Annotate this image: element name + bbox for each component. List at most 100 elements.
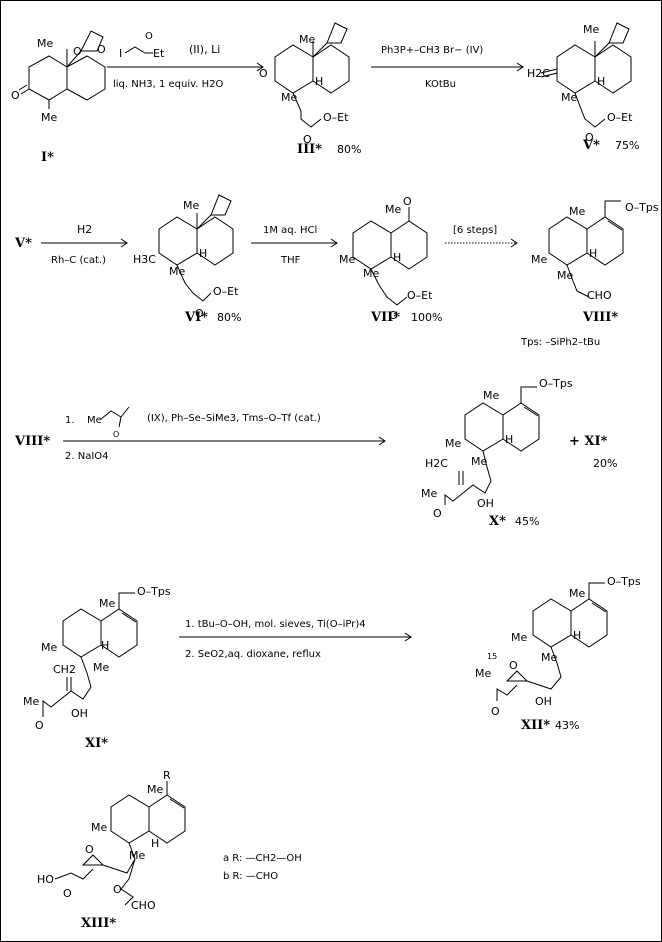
scheme-text: Me — [93, 661, 109, 674]
scheme-text: O — [433, 507, 442, 520]
r-note-a: a R: —CH2—OH — [223, 853, 302, 864]
arrow-step6: 1. Me O (IX), Ph–Se–SiMe3, Tms–O–Tf (cat… — [63, 406, 386, 462]
scheme-text: O–Et — [213, 285, 239, 298]
scheme-text: O — [509, 659, 518, 672]
compound-III: O Me Me H O O–Et III* 80% — [259, 22, 361, 157]
scheme-text: Me — [471, 455, 487, 468]
tps-note: Tps: –SiPh2–tBu — [520, 337, 600, 348]
scheme-text: Me — [339, 253, 355, 266]
compound-XII: O–Tps Me Me Me H 15 Me O O OH XII* 43% — [475, 575, 641, 733]
scheme-text: Me — [281, 91, 297, 104]
scheme-text: I — [119, 47, 122, 60]
compound-XIII: R Me Me Me H O HO O O CHO XIII* a R: —CH… — [37, 769, 302, 931]
scheme-text: OH — [477, 497, 494, 510]
scheme-text: O — [195, 307, 204, 320]
scheme-text: Me — [129, 849, 145, 862]
scheme-text: 1. tBu–O–OH, mol. sieves, Ti(O–iPr)4 — [185, 619, 366, 630]
scheme-text: Me — [561, 91, 577, 104]
scheme-text: Me — [531, 253, 547, 266]
scheme-text: X* — [489, 514, 506, 529]
scheme-text: Me — [483, 389, 499, 402]
scheme-text: O — [85, 843, 94, 856]
scheme-text: H2C — [527, 67, 550, 80]
scheme-text: H — [199, 247, 207, 260]
scheme-text: H2 — [77, 223, 92, 236]
scheme-text: 100% — [411, 311, 442, 324]
scheme-text: O–Et — [607, 111, 633, 124]
scheme-text: O — [35, 719, 44, 732]
arrow-step5: [6 steps] — [445, 225, 518, 248]
scheme-text: V* — [582, 138, 600, 153]
scheme-text: Me — [183, 199, 199, 212]
scheme-text: Me — [541, 651, 557, 664]
label-VIII-start: VIII* — [14, 434, 50, 449]
scheme-text: O — [97, 43, 106, 56]
scheme-text: O — [11, 89, 20, 102]
scheme-text: 2. NaIO4 — [65, 451, 109, 462]
scheme-text: VIII* — [582, 310, 618, 325]
scheme-text: HO — [37, 873, 54, 886]
scheme-text: Ph3P+–CH3 Br− (IV) — [381, 45, 483, 56]
compound-VIII: O–Tps Me Me Me H CHO VIII* Tps: –SiPh2–t… — [520, 200, 659, 348]
scheme-text: 80% — [337, 143, 361, 156]
scheme-text: H — [393, 251, 401, 264]
scheme-text: O–Et — [323, 111, 349, 124]
scheme-text: Me — [569, 587, 585, 600]
scheme-text: O — [389, 309, 398, 322]
scheme-text: Me — [385, 203, 401, 216]
scheme-text: O — [73, 45, 82, 58]
scheme-text: O — [491, 705, 500, 718]
scheme-text: Me — [37, 37, 53, 50]
scheme-text: 2. SeO2,aq. dioxane, reflux — [185, 649, 321, 660]
scheme-text: O–Tps — [625, 201, 659, 214]
scheme-text: Me — [169, 265, 185, 278]
scheme-text: H — [151, 837, 159, 850]
scheme-text: O–Tps — [539, 377, 573, 390]
scheme-text: R — [163, 769, 171, 782]
scheme-text: Me — [569, 205, 585, 218]
scheme-text: H — [573, 629, 581, 642]
scheme-text: Me — [41, 111, 57, 124]
scheme-text: XIII* — [81, 916, 116, 931]
scheme-text: THF — [280, 255, 301, 266]
scheme-text: CHO — [131, 899, 156, 912]
label-I: I* — [41, 150, 54, 165]
scheme-text: O — [585, 131, 594, 144]
scheme-text: III* — [297, 142, 322, 157]
scheme-text: H — [101, 639, 109, 652]
scheme-text: 1M aq. HCl — [263, 225, 317, 236]
scheme-text: [6 steps] — [453, 225, 497, 236]
scheme-text: Me — [99, 597, 115, 610]
scheme-text: Me — [147, 783, 163, 796]
scheme-text: O — [303, 133, 312, 146]
scheme-text: 43% — [555, 719, 579, 732]
scheme-text: H — [589, 247, 597, 260]
scheme-text: OH — [71, 707, 88, 720]
scheme-text: Me — [511, 631, 527, 644]
compound-I: O Me Me O O I* — [11, 30, 106, 165]
arrow-step2: Ph3P+–CH3 Br− (IV) KOtBu — [371, 45, 524, 90]
scheme-text: 20% — [593, 457, 617, 470]
scheme-text: Me — [421, 487, 437, 500]
scheme-text: KOtBu — [425, 79, 456, 90]
scheme-text: Me — [41, 641, 57, 654]
scheme-text: 75% — [615, 139, 639, 152]
scheme-text: VII* — [370, 310, 400, 325]
scheme-text: Me — [445, 437, 461, 450]
scheme-text: O–Tps — [137, 585, 171, 598]
scheme-text: Me — [557, 269, 573, 282]
compound-V: H2C Me Me H O O–Et V* 75% — [527, 22, 639, 153]
compound-X: O–Tps Me Me Me H H2C Me O OH X* 45% — [421, 377, 573, 529]
scheme-text: O–Tps — [607, 575, 641, 588]
arrow-step4: 1M aq. HCl THF — [251, 225, 338, 266]
scheme-text: Me — [583, 23, 599, 36]
scheme-text: CHO — [587, 289, 612, 302]
scheme-text: liq. NH3, 1 equiv. H2O — [113, 79, 224, 90]
scheme-text: O — [145, 31, 153, 42]
scheme-text: H2C — [425, 457, 448, 470]
scheme-text: 45% — [515, 515, 539, 528]
scheme-text: O — [113, 430, 119, 439]
scheme-text: H — [505, 433, 513, 446]
